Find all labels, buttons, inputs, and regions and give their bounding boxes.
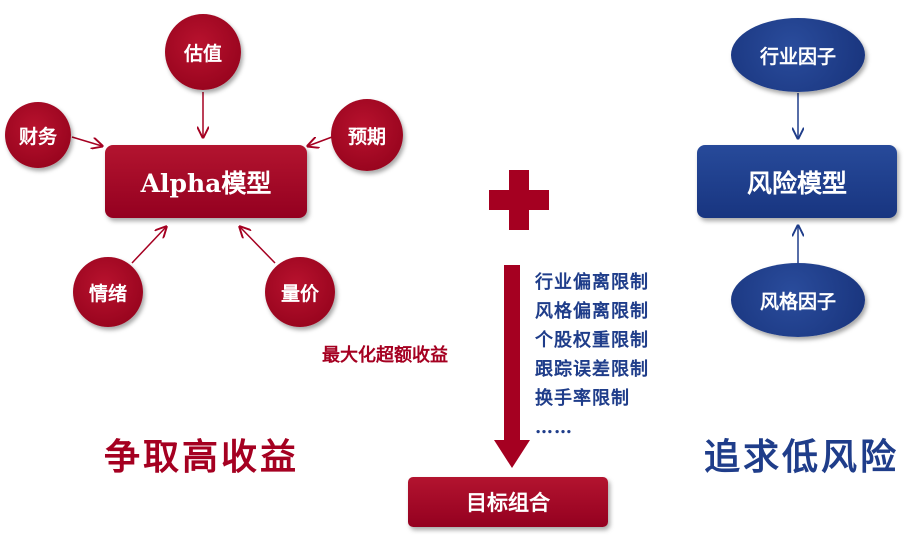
alpha-model-box: Alpha模型 [105, 145, 307, 218]
constraint-item: 风格偏离限制 [535, 301, 649, 322]
target-portfolio-box: 目标组合 [408, 477, 608, 527]
factor-expectation: 预期 [331, 99, 403, 171]
constraint-item: 个股权重限制 [535, 330, 649, 351]
constraint-item: 行业偏离限制 [535, 272, 649, 293]
left-goal: 争取高收益 [104, 436, 300, 478]
constraint-item: …… [535, 417, 573, 438]
constraints-list: 行业偏离限制 风格偏离限制 个股权重限制 跟踪误差限制 换手率限制 …… [535, 268, 649, 442]
factor-finance: 财务 [5, 102, 71, 168]
objective-label: 最大化超额收益 [322, 345, 448, 366]
constraint-item: 换手率限制 [535, 388, 630, 409]
right-goal: 追求低风险 [704, 436, 900, 478]
factor-sentiment: 情绪 [73, 257, 143, 327]
risk-model-box: 风险模型 [697, 145, 897, 218]
factor-valuation: 估值 [165, 14, 241, 90]
factor-volume-price: 量价 [265, 257, 335, 327]
constraint-item: 跟踪误差限制 [535, 359, 649, 380]
factor-industry: 行业因子 [731, 18, 865, 92]
factor-style: 风格因子 [731, 263, 865, 337]
